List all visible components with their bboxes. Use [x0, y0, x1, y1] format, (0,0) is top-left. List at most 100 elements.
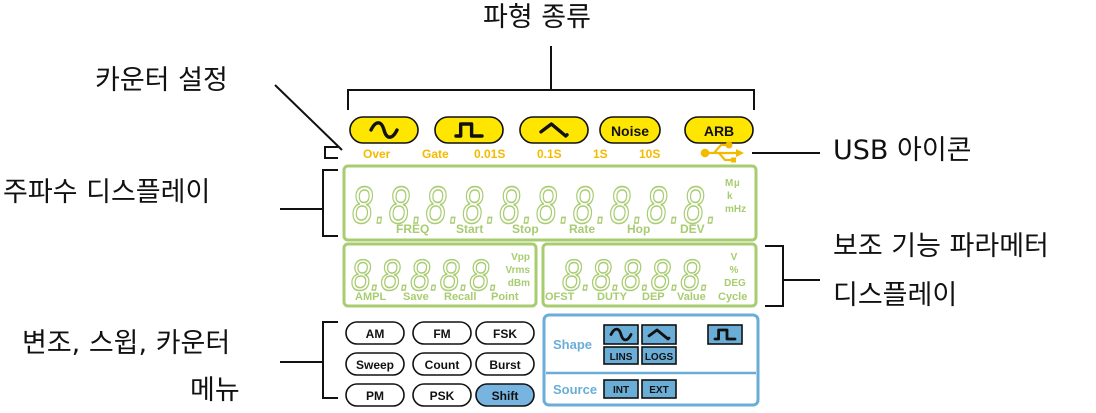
- scale-button-lins[interactable]: LINS: [603, 346, 639, 365]
- menu-button-label: Count: [425, 358, 460, 372]
- waveform-button-label: ARB: [704, 123, 734, 139]
- menu-button-fm[interactable]: FM: [412, 321, 472, 345]
- scale-button-shape: [603, 346, 639, 365]
- shape-button-square[interactable]: [707, 324, 743, 345]
- source-button-ext[interactable]: EXT: [641, 379, 677, 399]
- scale-button-label: LOGS: [645, 352, 674, 363]
- source-button-shape: [603, 379, 639, 399]
- counter-indicator: 1S: [593, 147, 608, 161]
- callout-aux-display-line2: 디스플레이: [833, 280, 958, 311]
- menu-button-sweep[interactable]: Sweep: [345, 352, 405, 376]
- amplitude-unit: Vrms: [506, 265, 531, 276]
- waveform-button-4[interactable]: ARB: [684, 116, 754, 144]
- menu-button-shape: [475, 383, 535, 407]
- menu-button-fsk[interactable]: FSK: [475, 321, 535, 345]
- waveform-button-shape: [519, 116, 589, 144]
- source-button-int[interactable]: INT: [603, 379, 639, 399]
- amplitude-mode-label: Recall: [444, 291, 476, 303]
- waveform-button-1[interactable]: [434, 116, 504, 144]
- triangle-icon: [539, 122, 569, 138]
- offset-display-frame: [541, 242, 758, 308]
- shape-buttons-group: LINS LOGS INT EXT: [603, 324, 743, 399]
- amplitude-display-frame: [342, 242, 538, 308]
- unit-millihertz: mHz: [725, 204, 746, 215]
- amplitude-unit: Vpp: [511, 252, 530, 263]
- offset-unit: V: [731, 252, 738, 263]
- menu-button-shape: [475, 321, 535, 345]
- offset-mode-label: DEP: [642, 291, 665, 303]
- usb-icon: [700, 141, 744, 163]
- frequency-mode-label: FREQ: [396, 222, 429, 236]
- waveform-bracket: [347, 89, 755, 110]
- menu-button-burst[interactable]: Burst: [475, 352, 535, 376]
- frequency-mode-label: Stop: [512, 222, 539, 236]
- offset-mode-label: DUTY: [597, 291, 628, 303]
- counter-indicator: Gate: [422, 147, 449, 161]
- shape-button-shape: [707, 324, 743, 345]
- counter-indicator: Over: [363, 147, 391, 161]
- menu-button-label: Shift: [492, 389, 519, 403]
- source-label: Source: [553, 382, 597, 397]
- scale-button-shape: [641, 346, 677, 365]
- menu-button-label: FSK: [493, 327, 517, 341]
- sine-icon: [369, 121, 399, 139]
- shape-label: Shape: [553, 337, 592, 352]
- offset-units: V%DEG: [724, 252, 746, 289]
- frequency-mode-label: Rate: [569, 222, 595, 236]
- menu-button-shape: [412, 383, 472, 407]
- menu-button-shape: [345, 352, 405, 376]
- amplitude-mode-label: Save: [403, 291, 429, 303]
- waveform-button-shape: [599, 116, 661, 144]
- waveform-button-shape: [434, 116, 504, 144]
- menu-button-shift[interactable]: Shift: [475, 383, 535, 407]
- scale-button-logs[interactable]: LOGS: [641, 346, 677, 365]
- menu-button-am[interactable]: AM: [345, 321, 405, 345]
- offset-mode-label: OFST: [545, 291, 575, 303]
- amplitude-digits: 8.8.8.8.8.: [351, 251, 499, 300]
- frequency-mode-label: Hop: [627, 222, 650, 236]
- amplitude-mode-label: AMPL: [355, 291, 386, 303]
- frequency-mode-label: Start: [456, 222, 483, 236]
- callout-waveform-type: 파형 종류: [483, 2, 591, 33]
- menu-button-shape: [345, 321, 405, 345]
- counter-indicator: 10S: [639, 147, 660, 161]
- source-button-shape: [641, 379, 677, 399]
- unit-mega: M: [725, 178, 733, 189]
- menu-button-shape: [412, 321, 472, 345]
- menu-button-psk[interactable]: PSK: [412, 383, 472, 407]
- menu-button-shape: [475, 352, 535, 376]
- counter-indicators-group: Over Gate 0.01S 0.1S 1S 10S: [363, 147, 660, 161]
- waveform-button-0[interactable]: [349, 116, 419, 144]
- frequency-display-frame: [342, 164, 758, 242]
- offset-digits: 8.8.8.8.8.: [562, 251, 710, 300]
- menu-button-count[interactable]: Count: [412, 352, 472, 376]
- callout-menu-line1: 변조, 스윕, 카운터: [22, 328, 231, 359]
- counter-leader: [274, 84, 343, 151]
- shape-button-triangle[interactable]: [641, 324, 677, 345]
- frequency-digits: 8.8.8.8.8.8.8.8.8.8.: [352, 177, 720, 235]
- frequency-labels: FREQ Start Stop Rate Hop DEV: [396, 222, 705, 236]
- amplitude-unit: dBm: [508, 278, 530, 289]
- frequency-mode-label: DEV: [680, 222, 705, 236]
- scale-button-label: LINS: [610, 352, 633, 363]
- offset-mode-label: Value: [677, 291, 706, 303]
- counter-indicator: 0.01S: [474, 147, 505, 161]
- shape-button-sine[interactable]: [603, 324, 639, 345]
- menu-button-label: PM: [366, 389, 384, 403]
- waveform-button-3[interactable]: Noise: [599, 116, 661, 144]
- unit-micro: µ: [734, 178, 740, 189]
- aux-bracket: [765, 245, 784, 307]
- counter-indicator: 0.1S: [537, 147, 562, 161]
- menu-button-label: Sweep: [356, 358, 394, 372]
- menu-button-pm[interactable]: PM: [345, 383, 405, 407]
- unit-kilo: k: [727, 191, 733, 202]
- waveform-button-2[interactable]: [519, 116, 589, 144]
- menu-button-shape: [412, 352, 472, 376]
- source-button-label: INT: [613, 385, 629, 396]
